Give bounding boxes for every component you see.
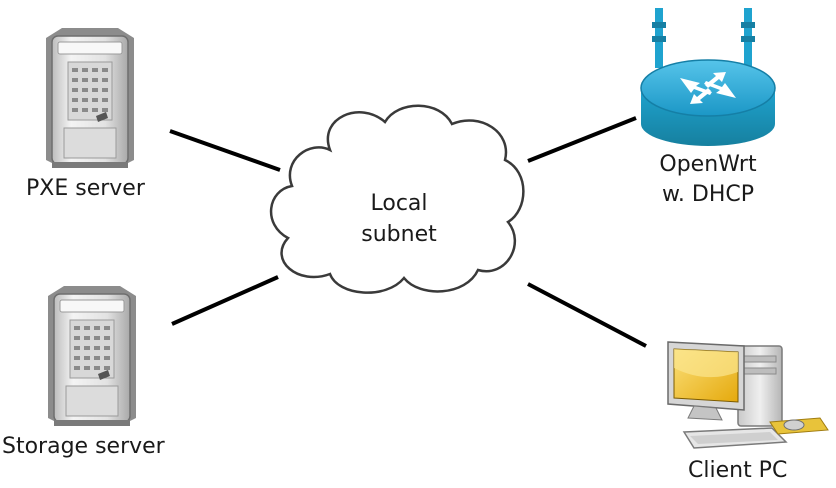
client-pc-label: Client PC (688, 458, 788, 483)
link-client-subnet (527, 282, 647, 348)
router-icon (640, 8, 776, 146)
server-tower-icon (46, 28, 134, 168)
desktop-computer-icon (667, 341, 829, 449)
router-label-line1: OpenWrt (659, 152, 757, 177)
subnet-label-line1: Local (370, 191, 428, 216)
link-pxe-subnet (169, 129, 281, 172)
pxe-server-label: PXE server (26, 176, 145, 201)
link-router-subnet (527, 116, 637, 163)
link-storage-subnet (171, 275, 279, 326)
storage-server-label: Storage server (2, 434, 165, 459)
server-tower-icon (48, 286, 136, 426)
subnet-label-line2: subnet (361, 222, 437, 247)
router-label-line2: w. DHCP (661, 182, 755, 207)
cloud-icon (270, 104, 525, 294)
